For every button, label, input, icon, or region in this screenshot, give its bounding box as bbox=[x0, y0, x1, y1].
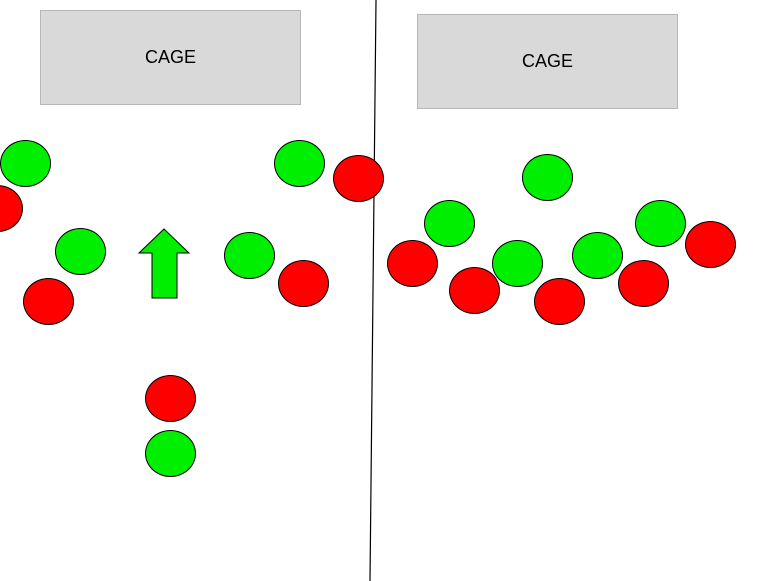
red-ball bbox=[618, 260, 669, 307]
red-ball bbox=[145, 375, 196, 422]
red-ball bbox=[278, 260, 329, 307]
green-ball bbox=[424, 200, 475, 247]
red-ball bbox=[333, 155, 384, 202]
center-divider bbox=[369, 0, 377, 581]
green-ball bbox=[55, 228, 106, 275]
cage-right-label: CAGE bbox=[521, 51, 573, 71]
red-ball bbox=[685, 221, 736, 268]
red-ball bbox=[387, 240, 438, 287]
red-ball bbox=[449, 267, 500, 314]
green-ball bbox=[224, 232, 275, 279]
green-ball bbox=[492, 240, 543, 287]
green-ball bbox=[572, 232, 623, 279]
green-ball bbox=[145, 430, 196, 477]
green-ball bbox=[0, 140, 51, 187]
red-ball bbox=[23, 278, 74, 325]
green-ball bbox=[635, 200, 686, 247]
cage-right: CAGE bbox=[417, 14, 678, 109]
green-ball bbox=[522, 154, 573, 201]
cage-left: CAGE bbox=[40, 10, 301, 105]
cage-left-label: CAGE bbox=[144, 47, 196, 67]
arrow-up-icon bbox=[137, 228, 191, 299]
green-ball bbox=[274, 140, 325, 187]
red-ball bbox=[534, 278, 585, 325]
